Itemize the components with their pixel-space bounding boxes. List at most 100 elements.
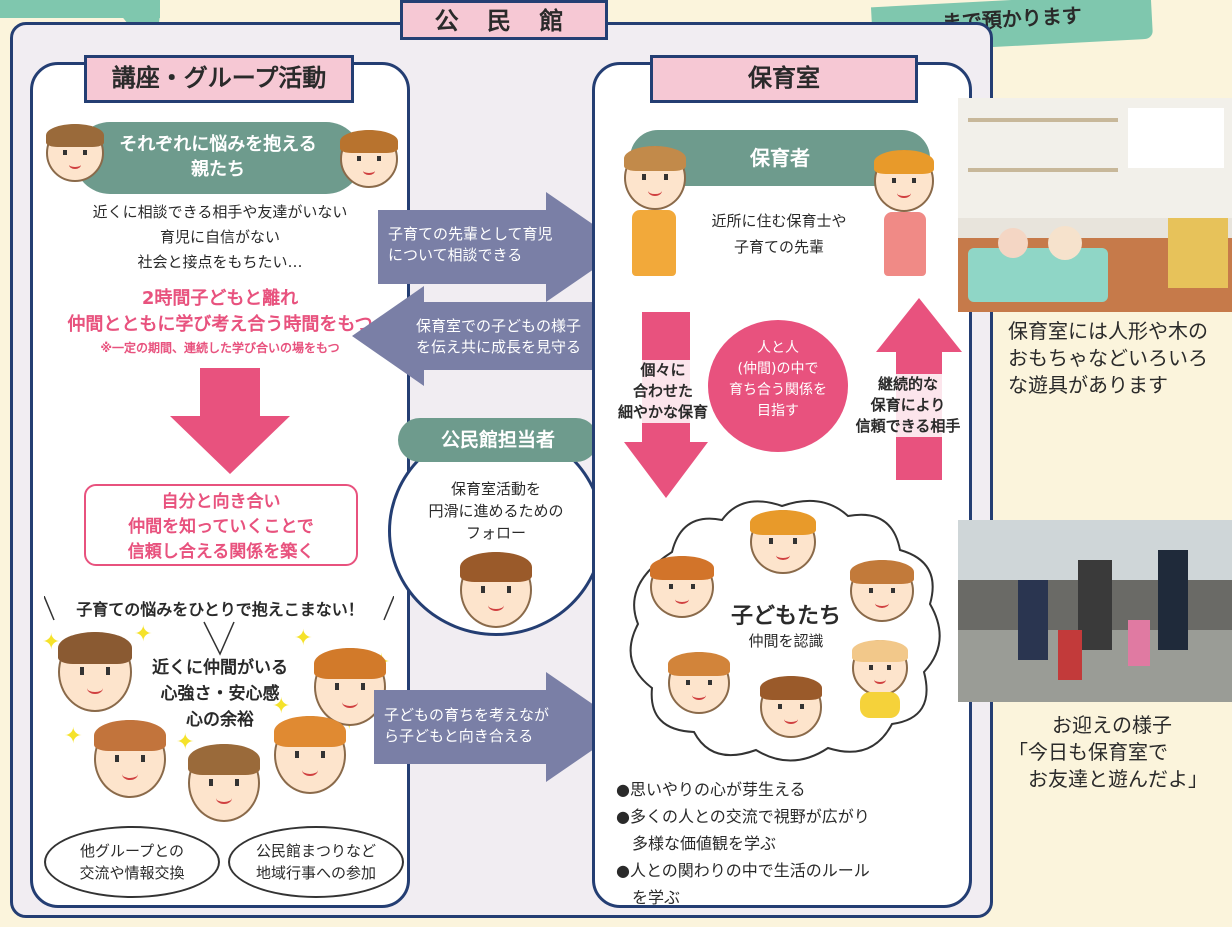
slogan-bracket [44,596,394,656]
result-line: 仲間を知っていくことで [128,517,314,537]
sparkle-icon: ✦ [272,694,291,719]
lecture-title: 講座・グループ活動 [84,55,354,103]
worried-father-icon [46,124,104,182]
staff-person-icon [460,552,532,628]
arrow-text-line: 子育ての先輩として育児 [388,225,553,243]
circle-line: (仲間)の中で [737,361,819,377]
label-line: 細やかな保育 [617,403,708,421]
pickup-caption: お迎えの様子 「今日も保育室で お友達と遊んだよ」 [1008,712,1232,793]
child-face-icon [668,652,730,714]
caregiver-icon [624,146,686,210]
caption-line: お迎えの様子 [1052,713,1172,737]
father-smile-icon [188,744,260,822]
label-line: 個々に [640,361,686,379]
ellipse-line: 公民館まつりなど [255,842,376,860]
caregiver-line: 近所に住む保育士や [711,212,847,230]
outcomes-list: ●思いやりの心が芽生える ●多くの人との交流で視野が広がり 多様な価値観を学ぶ … [616,776,966,911]
arrow-text-line: ら子どもと向き合える [384,727,534,745]
circle-line: 人と人 [757,340,799,356]
caregiver-body [632,210,676,276]
baby-face-icon [852,640,908,696]
ellipse-line: 地域行事への参加 [255,864,376,882]
caption-line: 「今日も保育室で [1008,740,1168,764]
nursery-title: 保育室 [650,55,918,103]
ellipse-line: 他グループとの [80,842,184,860]
father-smile-icon [58,632,132,712]
pickup-photo [958,520,1232,702]
benefit-line: 心の余裕 [186,710,254,730]
down-arrow-left [170,368,290,474]
sparkle-icon: ✦ [294,626,313,651]
child-face-icon [760,676,822,738]
goal-line: 2時間子どもと離れ [141,288,299,309]
up-arrow-label: 継続的な 保育により 信頼できる相手 [850,374,966,437]
worries-list: 近くに相談できる相手や友達がいない 育児に自信がない 社会と接点をもちたい… [55,200,385,275]
arrow-right-consult [378,192,626,302]
sparkle-icon: ✦ [42,630,61,655]
children-subtitle: 仲間を認識 [748,632,824,650]
children-title: 子どもたち [730,604,841,629]
mother-smile-icon [94,720,166,798]
exchange-ellipse: 他グループとの交流や情報交換 [44,826,220,898]
ellipse-line: 交流や情報交換 [79,864,185,882]
caregiver-icon [874,150,934,212]
worried-parents-pill: それぞれに悩みを抱える 親たち [74,122,362,194]
benefits-text: 近くに仲間がいる 心強さ・安心感 心の余裕 [140,655,300,733]
arrow-text-line: 子どもの育ちを考えなが [384,706,550,724]
staff-line: 保育室活動を [450,480,541,498]
baby-body [860,692,900,718]
down-arrow-label: 個々に 合わせた 細やかな保育 [608,360,718,423]
arrow-right-growth [374,672,626,782]
label-line: 合わせた [632,382,693,400]
goal-note: ※一定の期間、連続した学び合いの場をもつ [100,341,340,355]
festival-ellipse: 公民館まつりなど地域行事への参加 [228,826,404,898]
child-face-icon [650,556,714,618]
outcome-item: ●人との関わりの中で生活のルール [616,861,870,880]
caption-line: 保育室には人形や木の [1008,319,1208,343]
outcome-item: ●思いやりの心が芽生える [616,780,806,799]
sparkle-icon: ✦ [134,622,153,647]
arrow-left-share [352,286,608,386]
benefit-line: 近くに仲間がいる [152,658,288,678]
staff-line: フォロー [465,524,526,542]
page-title: 公 民 館 [400,0,608,40]
worry-item: 育児に自信がない [159,228,280,246]
child-face-icon [850,560,914,622]
label-line: 信頼できる相手 [855,417,961,435]
staff-text: 保育室活動を 円滑に進めるための フォロー [405,478,587,544]
sparkle-icon: ✦ [176,730,195,755]
relationship-circle: 人と人 (仲間)の中で 育ち合う関係を 目指す [708,320,848,452]
child-face-icon [750,510,816,574]
caregiver-line: 子育ての先輩 [733,238,824,256]
circle-line: 育ち合う関係を [729,382,827,398]
arrow-left-share-text: 保育室での子どもの様子 を伝え共に成長を見守る [416,316,606,358]
arrow-text-line: について相談できる [388,246,523,264]
worried-mother-icon [340,130,398,188]
staff-line: 円滑に進めるための [428,502,564,520]
slogan-text: 子育ての悩みをひとりで抱えこまない！ [76,600,364,619]
goal-line: 仲間とともに学び考え合う時間をもつ [67,314,373,335]
arrow-text-line: を伝え共に成長を見守る [416,338,582,356]
staff-pill: 公民館担当者 [398,418,598,462]
circle-line: 目指す [757,403,799,419]
arrow-text-line: 保育室での子どもの様子 [416,317,582,335]
worry-item: 近くに相談できる相手や友達がいない [92,203,348,221]
caregiver-body [884,212,926,276]
trust-result-box: 自分と向き合い 仲間を知っていくことで 信頼し合える関係を築く [84,484,358,566]
benefit-line: 心強さ・安心感 [160,684,280,704]
sparkle-icon: ✦ [64,724,83,749]
result-line: 自分と向き合い [161,492,281,512]
nursery-room-photo [958,98,1232,312]
worry-item: 社会と接点をもちたい… [137,253,303,271]
arrow-right-consult-text: 子育ての先輩として育児 について相談できる [388,224,578,266]
caption-line: お友達と遊んだよ」 [1008,767,1208,791]
caption-line: おもちゃなどいろいろ [1008,346,1208,370]
top-left-speech-bubble [0,0,160,18]
arrow-right-growth-text: 子どもの育ちを考えなが ら子どもと向き合える [384,705,580,747]
outcome-item: を学ぶ [616,888,681,907]
result-line: 信頼し合える関係を築く [127,542,315,562]
caregiver-text: 近所に住む保育士や 子育ての先輩 [694,208,864,260]
goal-text: 2時間子どもと離れ 仲間とともに学び考え合う時間をもつ ※一定の期間、連続した学… [40,286,400,358]
mother-smile-icon [274,716,346,794]
label-line: 保育により [870,396,946,414]
